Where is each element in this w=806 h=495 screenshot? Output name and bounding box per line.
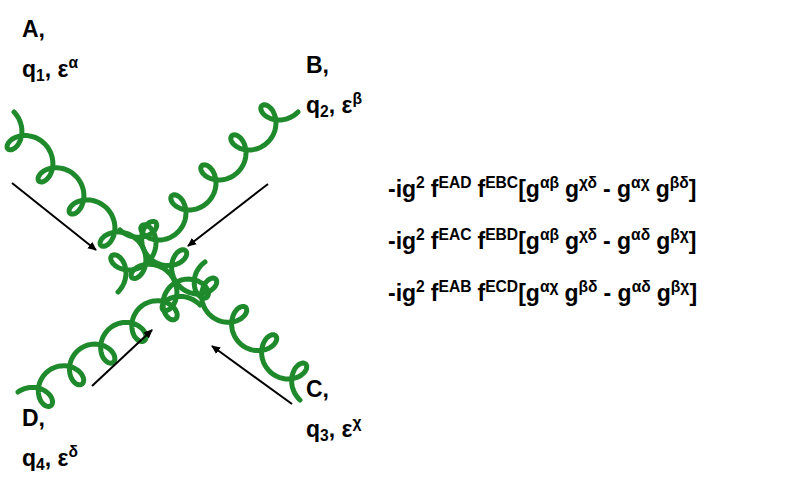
momentum-polarization-row: q2, εβ bbox=[306, 90, 362, 122]
superscript-text: βδ bbox=[670, 174, 689, 191]
label-text: -ig bbox=[388, 176, 416, 202]
label-text: A, bbox=[22, 16, 45, 42]
label-text: , ε bbox=[45, 56, 69, 82]
label-text: ] bbox=[689, 228, 697, 254]
superscript-text: βχ bbox=[671, 278, 690, 295]
label-text: , ε bbox=[329, 416, 353, 442]
superscript-text: 2 bbox=[416, 278, 425, 295]
superscript-text: αδ bbox=[632, 278, 651, 295]
label-text: f bbox=[431, 228, 439, 254]
label-text: - g bbox=[604, 280, 632, 306]
subscript-text: 4 bbox=[36, 456, 45, 473]
superscript-text: αβ bbox=[540, 226, 559, 243]
superscript-text: α bbox=[68, 54, 78, 71]
gluon-label-row: C, bbox=[306, 376, 329, 404]
momentum-arrow bbox=[12, 183, 96, 250]
superscript-text: χ bbox=[352, 414, 361, 431]
label-text: [g bbox=[518, 176, 540, 202]
label-text: f bbox=[431, 176, 439, 202]
superscript-text: βχ bbox=[670, 226, 689, 243]
label-text: ] bbox=[689, 280, 697, 306]
label-text: , ε bbox=[329, 92, 353, 118]
label-text: -ig bbox=[388, 280, 416, 306]
subscript-text: 1 bbox=[36, 67, 45, 84]
momentum-arrow bbox=[212, 346, 292, 404]
label-text: g bbox=[656, 176, 670, 202]
superscript-text: βδ bbox=[579, 278, 598, 295]
label-text: -ig bbox=[388, 228, 416, 254]
label-text: , ε bbox=[45, 445, 69, 471]
gluon-spring bbox=[7, 112, 200, 311]
label-text: q bbox=[22, 445, 36, 471]
label-text: q bbox=[306, 416, 320, 442]
superscript-text: EAB bbox=[438, 278, 471, 295]
gluon-spring bbox=[120, 221, 307, 400]
superscript-text: 2 bbox=[416, 174, 425, 191]
momentum-polarization-row: q1, εα bbox=[22, 54, 78, 86]
superscript-text: χδ bbox=[579, 226, 597, 243]
superscript-text: β bbox=[352, 90, 362, 107]
label-text: g bbox=[564, 280, 578, 306]
momentum-arrow bbox=[188, 184, 268, 246]
momentum-polarization-row: q3, εχ bbox=[306, 414, 361, 446]
label-text: g bbox=[656, 228, 670, 254]
vertex-factor-row: -ig2fEADfEBC[gαβgχδ- gαχgβδ] bbox=[388, 174, 696, 203]
superscript-text: EBD bbox=[485, 226, 518, 243]
superscript-text: EAD bbox=[438, 174, 471, 191]
superscript-text: EAC bbox=[438, 226, 471, 243]
superscript-text: EBC bbox=[485, 174, 518, 191]
gluon-lines bbox=[7, 105, 307, 407]
label-text: [g bbox=[518, 228, 540, 254]
gluon-label-row: B, bbox=[306, 52, 329, 80]
momentum-polarization-row: q4, εδ bbox=[22, 443, 78, 475]
gluon-label-row: D, bbox=[22, 405, 45, 433]
subscript-text: 2 bbox=[320, 103, 329, 120]
label-text: - g bbox=[603, 176, 631, 202]
subscript-text: 3 bbox=[320, 427, 329, 444]
momentum-arrow bbox=[92, 330, 152, 386]
label-text: [g bbox=[518, 280, 540, 306]
label-text: g bbox=[565, 176, 579, 202]
label-text: f bbox=[477, 280, 485, 306]
superscript-text: ECD bbox=[485, 278, 518, 295]
label-text: f bbox=[431, 280, 439, 306]
superscript-text: χδ bbox=[579, 174, 597, 191]
label-text: q bbox=[306, 92, 320, 118]
superscript-text: αδ bbox=[631, 226, 650, 243]
label-text: f bbox=[477, 228, 485, 254]
label-text: q bbox=[22, 56, 36, 82]
vertex-factor-row: -ig2fEACfEBD[gαβgχδ- gαδgβχ] bbox=[388, 226, 696, 255]
label-text: - g bbox=[603, 228, 631, 254]
label-text: D, bbox=[22, 405, 45, 431]
gluon-spring bbox=[18, 262, 208, 407]
label-text: g bbox=[565, 228, 579, 254]
superscript-text: αχ bbox=[540, 278, 559, 295]
label-text: ] bbox=[689, 176, 697, 202]
vertex-factor-row: -ig2fEABfECD[gαχgβδ- gαδgβχ] bbox=[388, 278, 697, 307]
label-text: C, bbox=[306, 376, 329, 402]
label-text: g bbox=[657, 280, 671, 306]
superscript-text: αβ bbox=[540, 174, 559, 191]
superscript-text: αχ bbox=[631, 174, 650, 191]
label-text: B, bbox=[306, 52, 329, 78]
gluon-label-row: A, bbox=[22, 16, 45, 44]
superscript-text: 2 bbox=[416, 226, 425, 243]
label-text: f bbox=[477, 176, 485, 202]
superscript-text: δ bbox=[68, 443, 77, 460]
